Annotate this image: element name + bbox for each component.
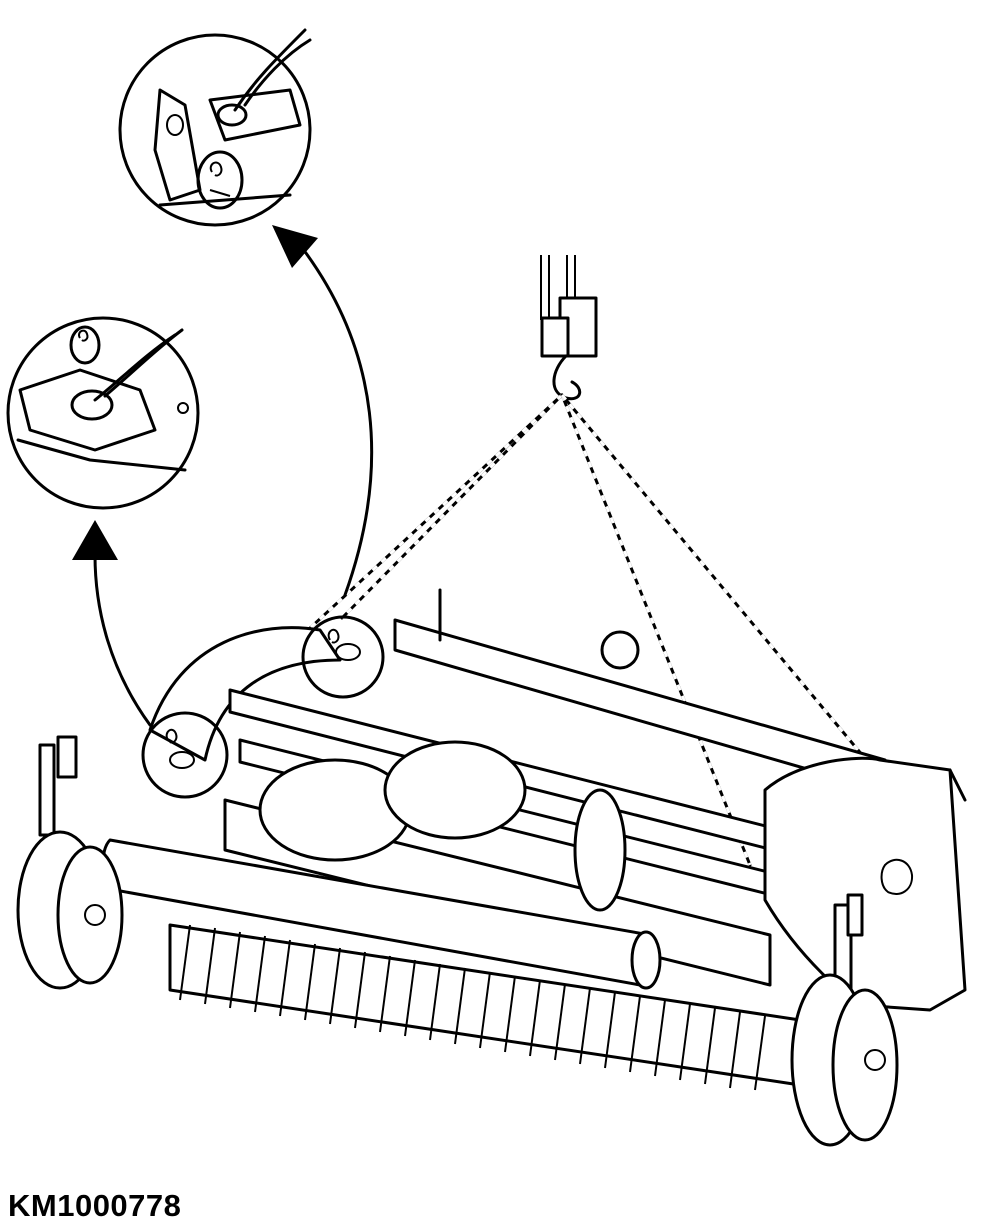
detail-view-left — [6, 316, 200, 510]
right-gauge-wheel — [790, 893, 899, 1147]
deere-logo-icon — [880, 858, 914, 895]
figure-id-label: KM1000778 — [8, 1188, 182, 1223]
lifting-chains — [200, 393, 870, 867]
lift-point-callout-right — [301, 615, 385, 699]
detail-view-top — [118, 28, 312, 227]
left-gauge-wheel — [16, 735, 124, 990]
detail-arrows — [72, 225, 374, 727]
crane-hook-block — [540, 255, 598, 401]
lift-point-callout-left — [141, 711, 229, 799]
pickup-header — [16, 588, 967, 1147]
lifting-hook-decal-icon — [165, 628, 340, 744]
